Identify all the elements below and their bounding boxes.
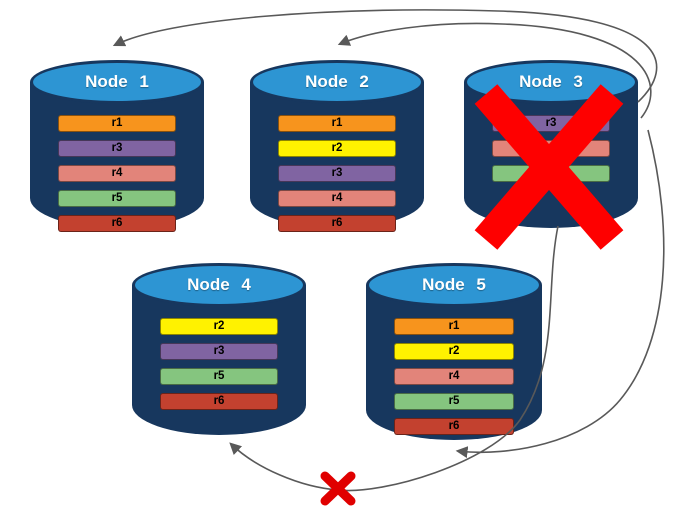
replica-bar-r1: r1 xyxy=(394,318,514,335)
replica-bar-r6: r6 xyxy=(160,393,278,410)
database-node-4: Node 4 r2 r3 r5 r6 xyxy=(132,263,306,435)
replica-list: r1 r2 r3 r4 r6 xyxy=(278,115,396,232)
replica-bar-r6: r6 xyxy=(278,215,396,232)
node-title: Node 2 xyxy=(305,72,369,91)
cylinder-top: Node 3 xyxy=(464,60,638,104)
cylinder-top: Node 1 xyxy=(30,60,204,104)
replica-bar-r6: r6 xyxy=(394,418,514,435)
database-node-2: Node 2 r1 r2 r3 r4 r6 xyxy=(250,60,424,232)
replica-list: r1 r2 r4 r5 r6 xyxy=(394,318,514,435)
replica-bar-r4: r4 xyxy=(492,140,610,157)
replica-bar-r5: r5 xyxy=(394,393,514,410)
blocked-transfer-x-icon xyxy=(320,471,356,506)
replica-bar-r5: r5 xyxy=(58,190,176,207)
replica-bar-r3: r3 xyxy=(58,140,176,157)
replica-bar-r4: r4 xyxy=(278,190,396,207)
replica-list: r3 r4 r5 xyxy=(492,115,610,182)
database-node-1: Node 1 r1 r3 r4 r5 r6 xyxy=(30,60,204,232)
replica-list: r2 r3 r5 r6 xyxy=(160,318,278,410)
replica-bar-r1: r1 xyxy=(278,115,396,132)
replica-bar-r5: r5 xyxy=(160,368,278,385)
replica-bar-r2: r2 xyxy=(278,140,396,157)
database-node-5: Node 5 r1 r2 r4 r5 r6 xyxy=(366,263,542,440)
node-title: Node 5 xyxy=(422,275,486,294)
replica-bar-r5: r5 xyxy=(492,165,610,182)
replica-bar-r4: r4 xyxy=(58,165,176,182)
cylinder-top: Node 5 xyxy=(366,263,542,307)
node-title: Node 3 xyxy=(519,72,583,91)
cylinder-top: Node 4 xyxy=(132,263,306,307)
replica-bar-r2: r2 xyxy=(394,343,514,360)
node-title: Node 4 xyxy=(187,275,251,294)
replica-bar-r4: r4 xyxy=(394,368,514,385)
replica-bar-r1: r1 xyxy=(58,115,176,132)
replica-bar-r3: r3 xyxy=(492,115,610,132)
database-node-3-failed: Node 3 r3 r4 r5 xyxy=(464,60,638,228)
replica-bar-r3: r3 xyxy=(278,165,396,182)
node-title: Node 1 xyxy=(85,72,149,91)
replica-list: r1 r3 r4 r5 r6 xyxy=(58,115,176,232)
replica-bar-r3: r3 xyxy=(160,343,278,360)
cylinder-top: Node 2 xyxy=(250,60,424,104)
replica-bar-r6: r6 xyxy=(58,215,176,232)
replica-bar-r2: r2 xyxy=(160,318,278,335)
